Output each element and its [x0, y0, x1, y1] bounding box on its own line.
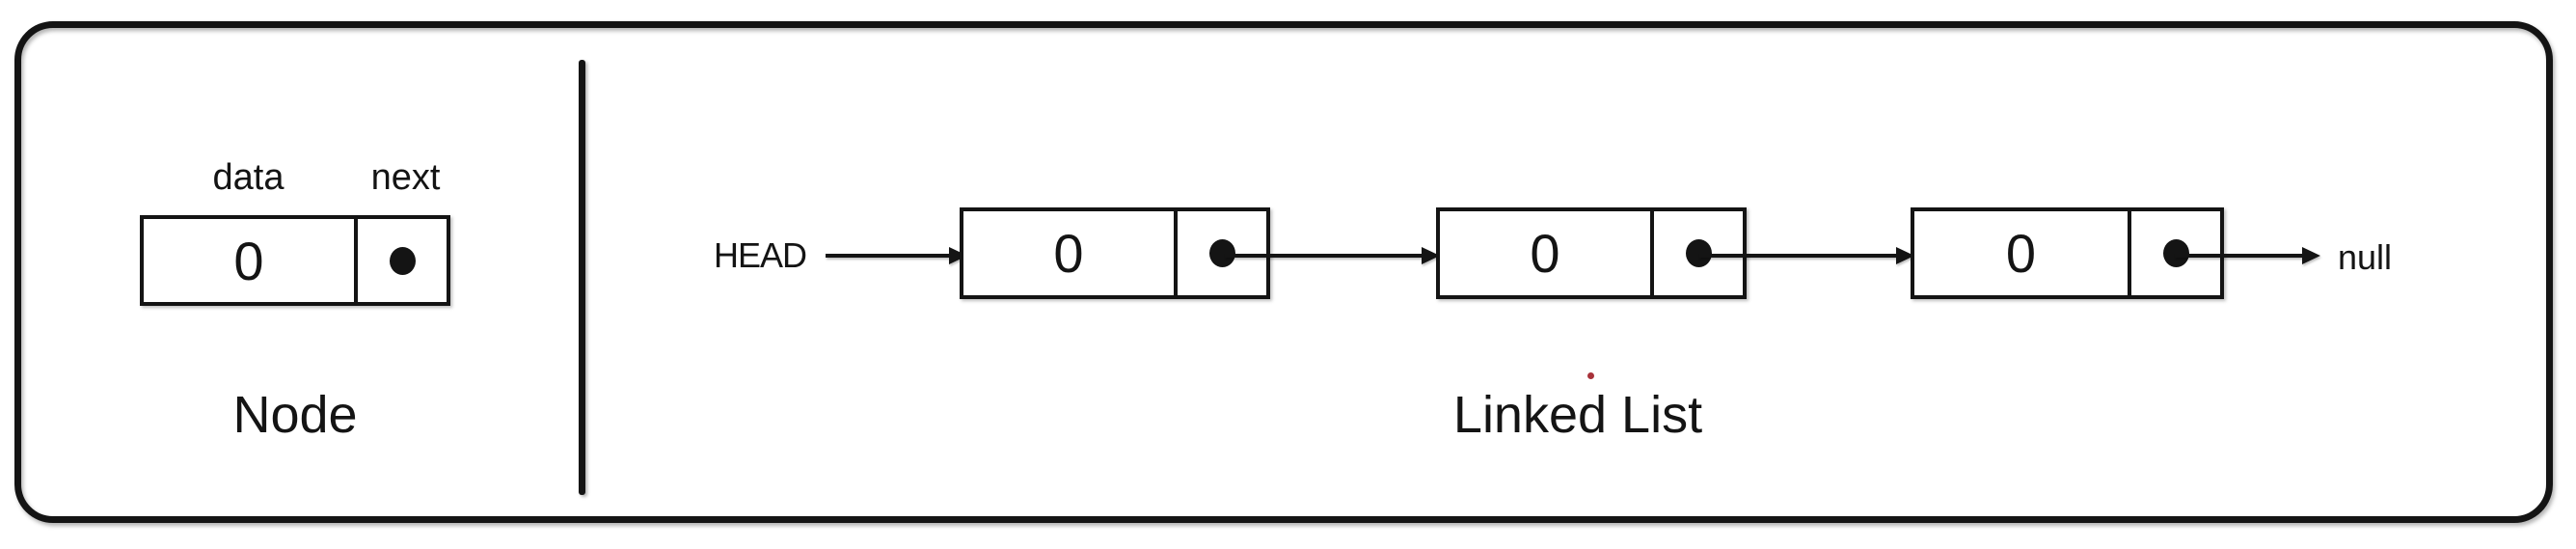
node-caption: Node — [232, 386, 358, 444]
list-node-1-data-cell: 0 — [963, 211, 1178, 295]
link-arrow-2 — [1699, 247, 1914, 264]
arrowhead-icon — [1422, 247, 1440, 264]
outer-frame — [14, 21, 2553, 523]
list-node-2: 0 — [1436, 207, 1747, 299]
list-node-3-data-cell: 0 — [1914, 211, 2131, 295]
head-arrow — [826, 247, 967, 264]
list-node-3: 0 — [1911, 207, 2224, 299]
list-node-2-data-cell: 0 — [1440, 211, 1654, 295]
list-node-1: 0 — [960, 207, 1270, 299]
section-divider — [579, 60, 585, 495]
node-data-cell: 0 — [144, 219, 358, 302]
arrowhead-icon — [2302, 247, 2320, 264]
red-dot-mark — [1587, 372, 1594, 379]
link-arrow-1 — [1225, 247, 1440, 264]
pointer-dot-icon — [1685, 239, 1712, 267]
null-label: null — [2338, 237, 2393, 277]
data-field-label: data — [212, 157, 285, 198]
pointer-dot-icon — [2162, 239, 2189, 267]
node-box: 0 — [140, 215, 450, 306]
arrow-shaft — [1225, 254, 1426, 258]
head-label: HEAD — [713, 235, 807, 275]
list-node-3-next-cell — [2131, 211, 2220, 295]
node-next-cell — [358, 219, 447, 302]
linked-list-caption: Linked List — [1452, 386, 1703, 444]
arrow-shaft — [826, 254, 954, 258]
pointer-dot-icon — [1208, 239, 1235, 267]
list-node-2-next-cell — [1654, 211, 1743, 295]
list-node-1-next-cell — [1178, 211, 1266, 295]
next-field-label: next — [370, 157, 441, 198]
pointer-dot-icon — [389, 246, 416, 275]
arrowhead-icon — [1896, 247, 1914, 264]
arrow-shaft — [2175, 254, 2307, 258]
arrow-shaft — [1699, 254, 1901, 258]
null-arrow — [2175, 247, 2320, 264]
